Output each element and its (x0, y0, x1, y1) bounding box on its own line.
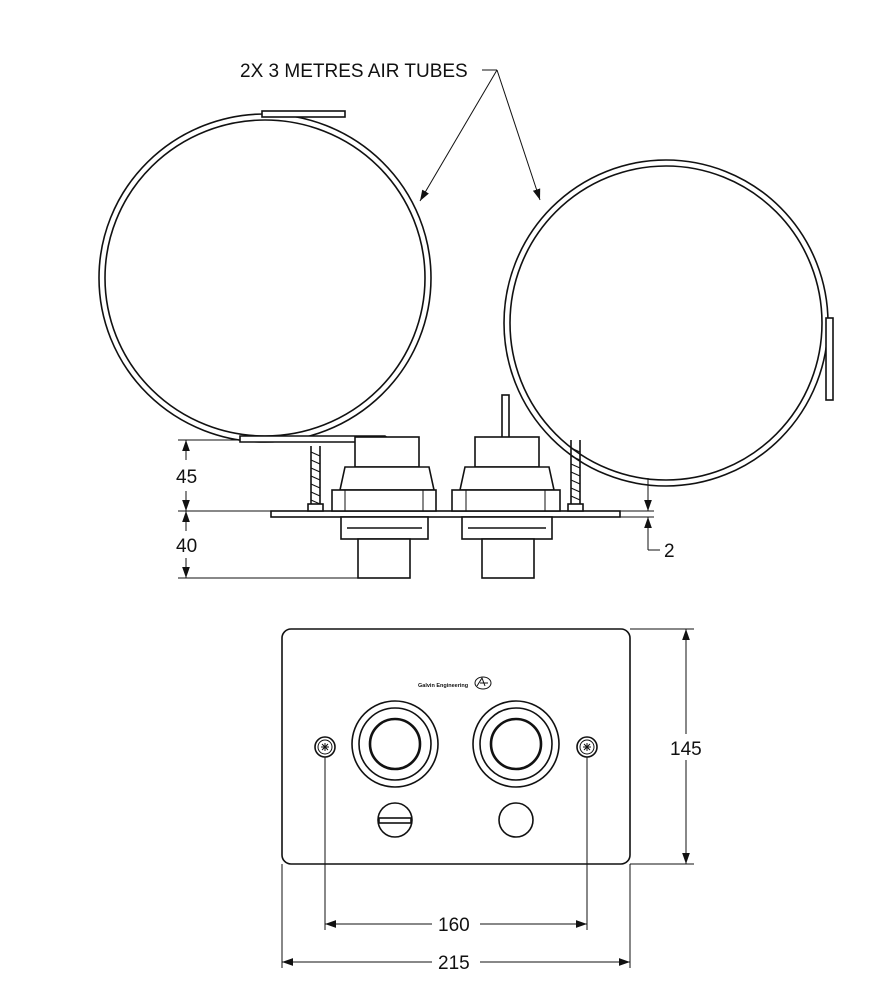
dim-160-label: 160 (438, 915, 470, 936)
dim-45-label: 45 (176, 467, 197, 488)
callout-leader-left (419, 69, 498, 202)
air-tubes-label: 2X 3 METRES AIR TUBES (240, 61, 468, 82)
front-view: Galvin Engineering (281, 628, 702, 974)
left-fixing-screw-front (314, 736, 336, 758)
callout-leader-right (496, 69, 541, 201)
dim-2-label: 2 (664, 541, 675, 562)
left-button-body-side (331, 436, 437, 579)
left-air-tube-coil (98, 110, 432, 443)
dim-40: 40 (176, 511, 358, 579)
air-tubes-callout: 2X 3 METRES AIR TUBES (240, 61, 541, 202)
brand-logo: Galvin Engineering (418, 676, 492, 690)
dim-215-label: 215 (438, 953, 470, 974)
right-indicator (498, 802, 534, 838)
dim-215: 215 (281, 864, 631, 974)
brand-text: Galvin Engineering (418, 683, 468, 689)
front-plate (281, 628, 631, 865)
right-air-tube-coil (501, 159, 834, 487)
right-push-button[interactable] (472, 700, 560, 788)
brand-logo-icon (474, 676, 492, 690)
dim-160: 160 (324, 757, 588, 936)
side-view: 45 40 2 (98, 110, 834, 579)
dim-2: 2 (620, 478, 675, 562)
right-fixing-screw-front (576, 736, 598, 758)
right-fixing-screw-side (567, 440, 584, 512)
left-indicator (377, 802, 413, 838)
dim-145-label: 145 (670, 739, 702, 760)
left-fixing-screw-side (307, 446, 324, 512)
dim-45: 45 (176, 439, 271, 512)
dim-145: 145 (630, 628, 702, 865)
mounting-plate-side (270, 510, 621, 518)
left-push-button[interactable] (351, 700, 439, 788)
dim-40-label: 40 (176, 536, 197, 557)
right-button-body-side (451, 436, 561, 579)
